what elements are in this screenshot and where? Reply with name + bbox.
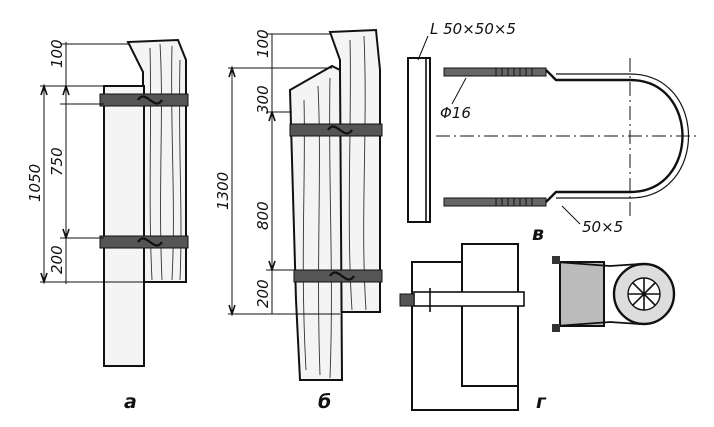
log-g	[461, 243, 519, 387]
label-b: б	[318, 391, 331, 413]
log-b-grain	[302, 35, 367, 379]
dim-a-1050: 1050	[26, 164, 44, 202]
dim-a-750: 750	[48, 147, 66, 176]
nut-g-top	[552, 256, 560, 264]
angle-label: L 50×50×5	[430, 20, 516, 38]
section-post	[559, 261, 605, 327]
band-a-top	[99, 93, 189, 107]
dim-b-100: 100	[254, 29, 272, 58]
panel-g: г	[399, 243, 676, 413]
twist-b-bottom	[329, 271, 355, 281]
twist-a-bottom	[137, 237, 163, 247]
dimensions-b	[228, 33, 340, 317]
dim-b-1300: 1300	[214, 172, 232, 210]
panel-a: 100 750 200 1050 а	[26, 38, 189, 413]
dim-a-200: 200	[48, 245, 66, 274]
twist-b-top	[327, 125, 353, 135]
dim-a-100: 100	[48, 39, 66, 68]
twist-a-top	[137, 95, 163, 105]
panel-b: 100 300 800 200 1300 б	[214, 28, 383, 413]
panel-v: L 50×50×5 Φ16 50×5 в	[407, 20, 700, 245]
log-b-back	[328, 28, 381, 313]
rod-label: Φ16	[440, 104, 471, 122]
label-a: а	[124, 391, 137, 413]
strip-label: 50×5	[582, 218, 623, 236]
dimensions-a	[40, 42, 144, 285]
post-a	[103, 85, 145, 367]
label-g: г	[536, 391, 547, 413]
dim-b-300: 300	[254, 85, 272, 114]
log-b-front	[288, 64, 344, 381]
band-a-bottom	[99, 235, 189, 249]
nut-g	[399, 293, 415, 307]
dim-b-800: 800	[254, 201, 272, 230]
rod-bottom	[443, 197, 547, 207]
rod-top	[443, 67, 547, 77]
nut-g-bottom	[552, 324, 560, 332]
band-b-top	[289, 123, 383, 137]
band-b-bottom	[293, 269, 383, 283]
log-a-grain	[149, 43, 182, 281]
dim-b-200: 200	[254, 279, 272, 308]
label-v: в	[532, 223, 544, 245]
